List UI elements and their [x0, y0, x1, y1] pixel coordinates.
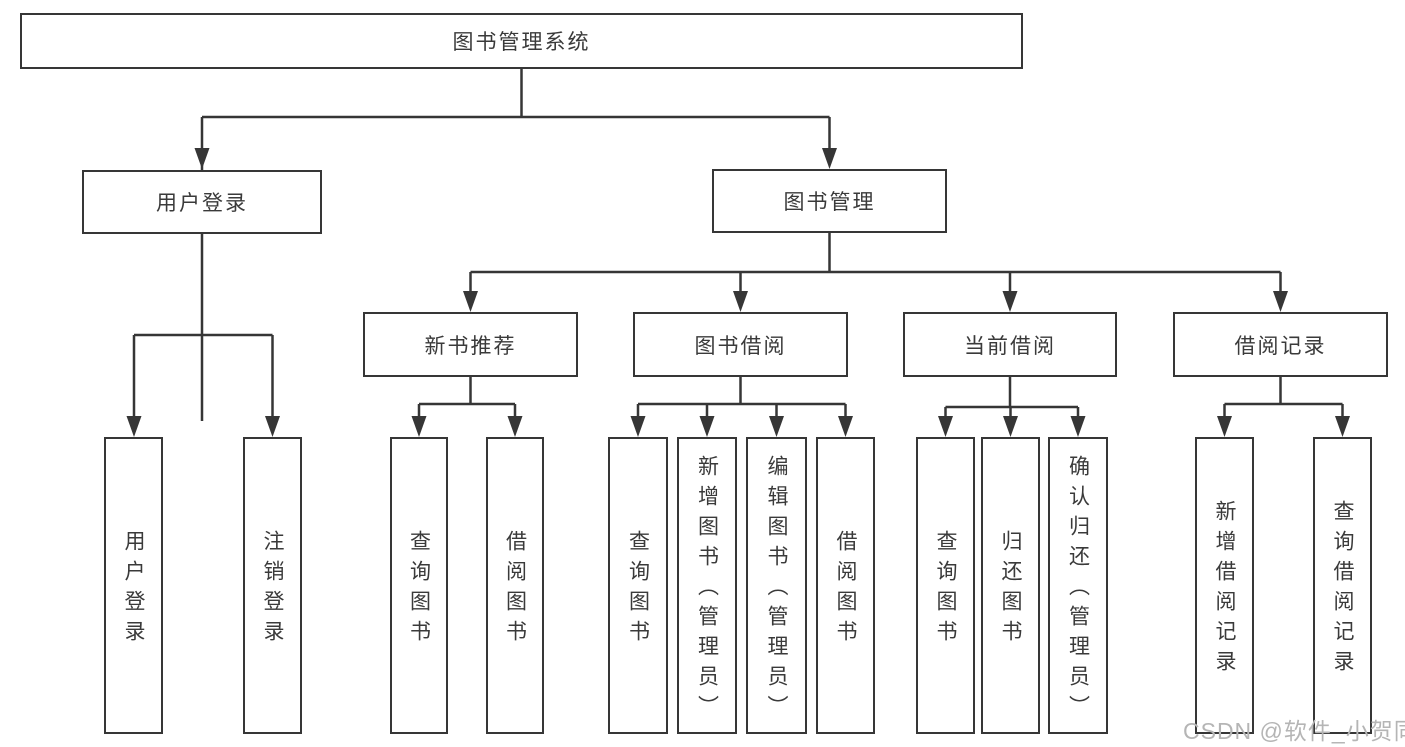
csdn-watermark: CSDN @软件_小贺同学	[1183, 718, 1405, 744]
node-query-books-under-current: 查询图书	[916, 437, 975, 734]
node-label: 归还图书	[999, 530, 1022, 650]
node-label: 查询图书	[934, 530, 957, 650]
node-label: 借阅记录	[1234, 334, 1327, 358]
node-confirm-return-admin: 确认归还（管理员）	[1048, 437, 1108, 734]
node-label: 用户登录	[156, 192, 248, 215]
node-borrowing-records: 借阅记录	[1173, 312, 1388, 377]
node-label: 借阅图书	[834, 530, 857, 650]
node-label: 查询借阅记录	[1331, 500, 1354, 680]
node-label: 图书管理	[783, 191, 876, 214]
node-label: 新书推荐	[424, 334, 517, 358]
node-label: 编辑图书（管理员）	[765, 455, 788, 725]
node-user-login-leaf: 用户登录	[104, 437, 163, 734]
node-book-management: 图书管理	[712, 169, 947, 233]
node-add-borrowing-record: 新增借阅记录	[1195, 437, 1254, 734]
node-borrow-books-under-borrowing: 借阅图书	[816, 437, 875, 734]
node-label: 图书借阅	[694, 334, 787, 358]
node-label: 查询图书	[626, 530, 650, 650]
node-new-book-recommendation: 新书推荐	[363, 312, 578, 377]
node-label: 新增借阅记录	[1213, 500, 1236, 680]
node-label: 注销登录	[261, 530, 284, 650]
node-label: 确认归还（管理员）	[1066, 455, 1090, 725]
node-label: 借阅图书	[503, 530, 527, 650]
node-user-login: 用户登录	[82, 170, 322, 234]
node-add-books-admin: 新增图书（管理员）	[677, 437, 737, 734]
node-edit-books-admin: 编辑图书（管理员）	[746, 437, 807, 734]
node-query-books-under-borrowing: 查询图书	[608, 437, 668, 734]
node-query-borrowing-record: 查询借阅记录	[1313, 437, 1372, 734]
node-label: 查询图书	[407, 530, 431, 650]
node-label: 当前借阅	[964, 334, 1056, 358]
node-return-books: 归还图书	[981, 437, 1040, 734]
node-logout-leaf: 注销登录	[243, 437, 302, 734]
node-label: 图书管理系统	[452, 31, 591, 54]
connector-lines	[132, 68, 1344, 421]
node-current-borrowing: 当前借阅	[903, 312, 1117, 377]
node-query-books-under-recommendation: 查询图书	[390, 437, 448, 734]
node-borrow-books-under-recommendation: 借阅图书	[486, 437, 544, 734]
node-book-borrowing: 图书借阅	[633, 312, 848, 377]
node-label: 新增图书（管理员）	[695, 455, 719, 725]
arrowheads	[126, 148, 1350, 437]
node-library-management-system: 图书管理系统	[20, 13, 1023, 69]
node-label: 用户登录	[122, 530, 145, 650]
